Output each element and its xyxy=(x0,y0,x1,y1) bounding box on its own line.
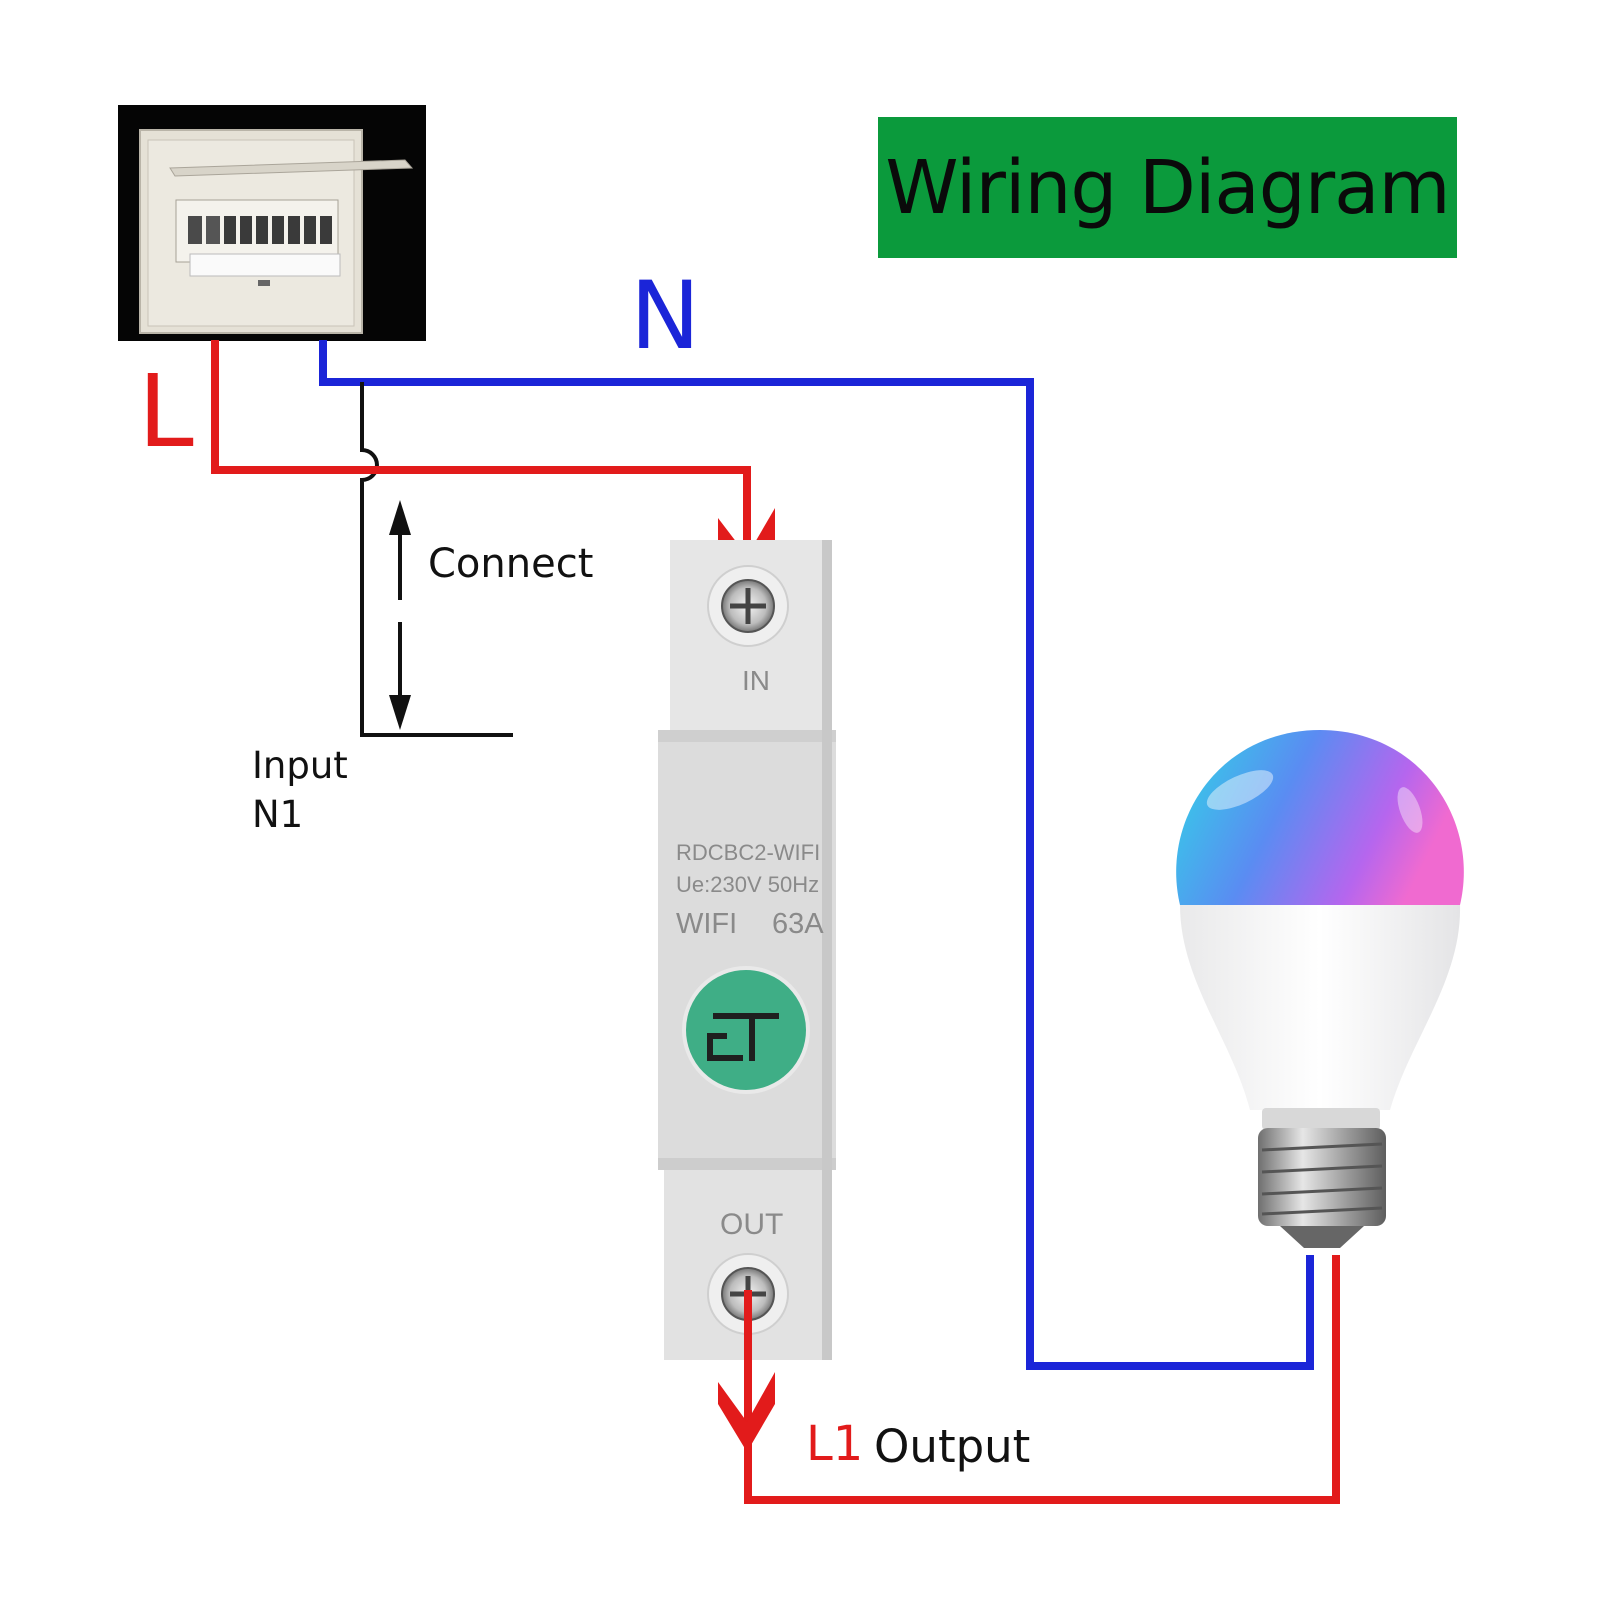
breaker-current: 63A xyxy=(772,908,824,940)
page-title: Wiring Diagram xyxy=(885,144,1450,231)
breaker-model: RDCBC2-WIFI xyxy=(676,840,821,865)
neutral-wire xyxy=(319,340,1314,1370)
in-terminal-screw xyxy=(707,565,789,647)
input-label: Input xyxy=(252,744,348,787)
smart-bulb-image xyxy=(1176,730,1464,1248)
connect-label: Connect xyxy=(428,541,594,587)
breaker-row xyxy=(188,216,332,244)
distribution-box-image xyxy=(118,105,426,341)
breaker-button xyxy=(682,966,810,1094)
breaker-wifi: WIFI xyxy=(676,908,738,940)
smart-breaker xyxy=(658,540,836,1360)
out-terminal-label: OUT xyxy=(720,1208,784,1241)
output-arrow xyxy=(718,1372,775,1452)
connect-arrow xyxy=(389,500,411,730)
title-banner: Wiring Diagram xyxy=(878,117,1457,258)
output-label: Output xyxy=(874,1420,1031,1473)
neutral-wire-label: N xyxy=(630,262,701,371)
et-logo xyxy=(707,1013,779,1061)
live-wire-label: L xyxy=(138,353,194,470)
live-wire-in xyxy=(211,340,751,580)
input-n1-label: N1 xyxy=(252,793,304,836)
live-wire-out xyxy=(744,1255,1340,1504)
breaker-rating: Ue:230V 50Hz xyxy=(676,872,820,897)
l1-label: L1 xyxy=(806,1416,864,1472)
in-terminal-label: IN xyxy=(742,665,770,696)
